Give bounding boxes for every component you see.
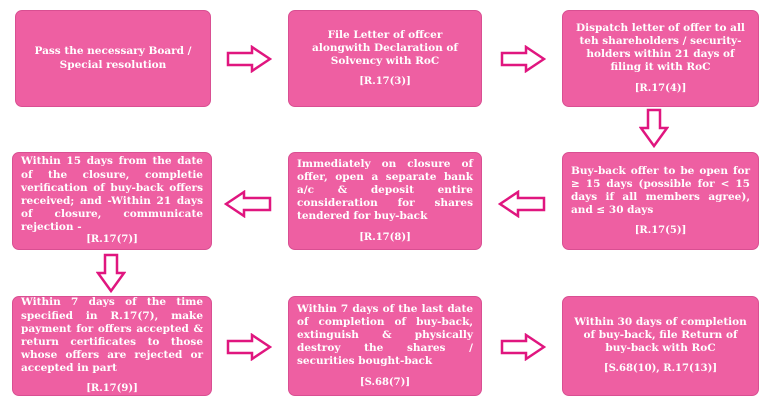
step-1-text: Pass the necessary Board / Special resol… — [34, 45, 192, 71]
step-4-ref: [R.17(5)] — [634, 225, 687, 236]
step-2-box: File Letter of offcer alongwith Declarat… — [288, 10, 482, 107]
step-7-ref: [R.17(9)] — [86, 383, 138, 395]
step-6-ref: [R.17(7)] — [86, 234, 138, 246]
step-4-box: Buy-back offer to be open for ≥ 15 days … — [562, 152, 759, 250]
step-9-box: Within 30 days of completion of buy-back… — [562, 296, 759, 396]
arrow-down-1-icon — [639, 108, 669, 148]
step-6-text: Within 15 days from the date of the clos… — [21, 155, 203, 233]
arrow-right-2-icon — [500, 45, 546, 73]
step-8-ref: [S.68(7)] — [359, 376, 411, 388]
arrow-down-2-icon — [96, 253, 126, 293]
step-1-box: Pass the necessary Board / Special resol… — [15, 10, 211, 107]
arrow-right-3-icon — [226, 333, 272, 361]
step-2-text: File Letter of offcer alongwith Declarat… — [312, 28, 458, 67]
step-6-box: Within 15 days from the date of the clos… — [12, 152, 212, 250]
arrow-right-4-icon — [500, 333, 546, 361]
step-3-text: Dispatch letter of offer to all teh shar… — [576, 22, 745, 74]
step-3-box: Dispatch letter of offer to all teh shar… — [562, 10, 759, 107]
step-9-text: Within 30 days of completion of buy-back… — [574, 316, 747, 355]
step-4-text: Buy-back offer to be open for ≥ 15 days … — [571, 164, 750, 216]
step-2-ref: [R.17(3)] — [359, 75, 411, 87]
arrow-left-2-icon — [224, 190, 272, 218]
arrow-left-1-icon — [498, 190, 546, 218]
step-7-box: Within 7 days of the time specified in R… — [12, 296, 212, 396]
arrow-right-1-icon — [226, 45, 272, 73]
step-3-ref: [R.17(4)] — [634, 82, 687, 94]
step-5-ref: [R.17(8)] — [359, 231, 411, 243]
step-5-text: Immediately on closure of offer, open a … — [297, 157, 473, 223]
step-5-box: Immediately on closure of offer, open a … — [288, 152, 482, 250]
step-8-box: Within 7 days of the last date of comple… — [288, 296, 482, 396]
step-9-ref: [S.68(10), R.17(13)] — [603, 363, 718, 375]
step-8-text: Within 7 days of the last date of comple… — [297, 302, 473, 368]
step-7-text: Within 7 days of the time specified in R… — [21, 296, 203, 374]
